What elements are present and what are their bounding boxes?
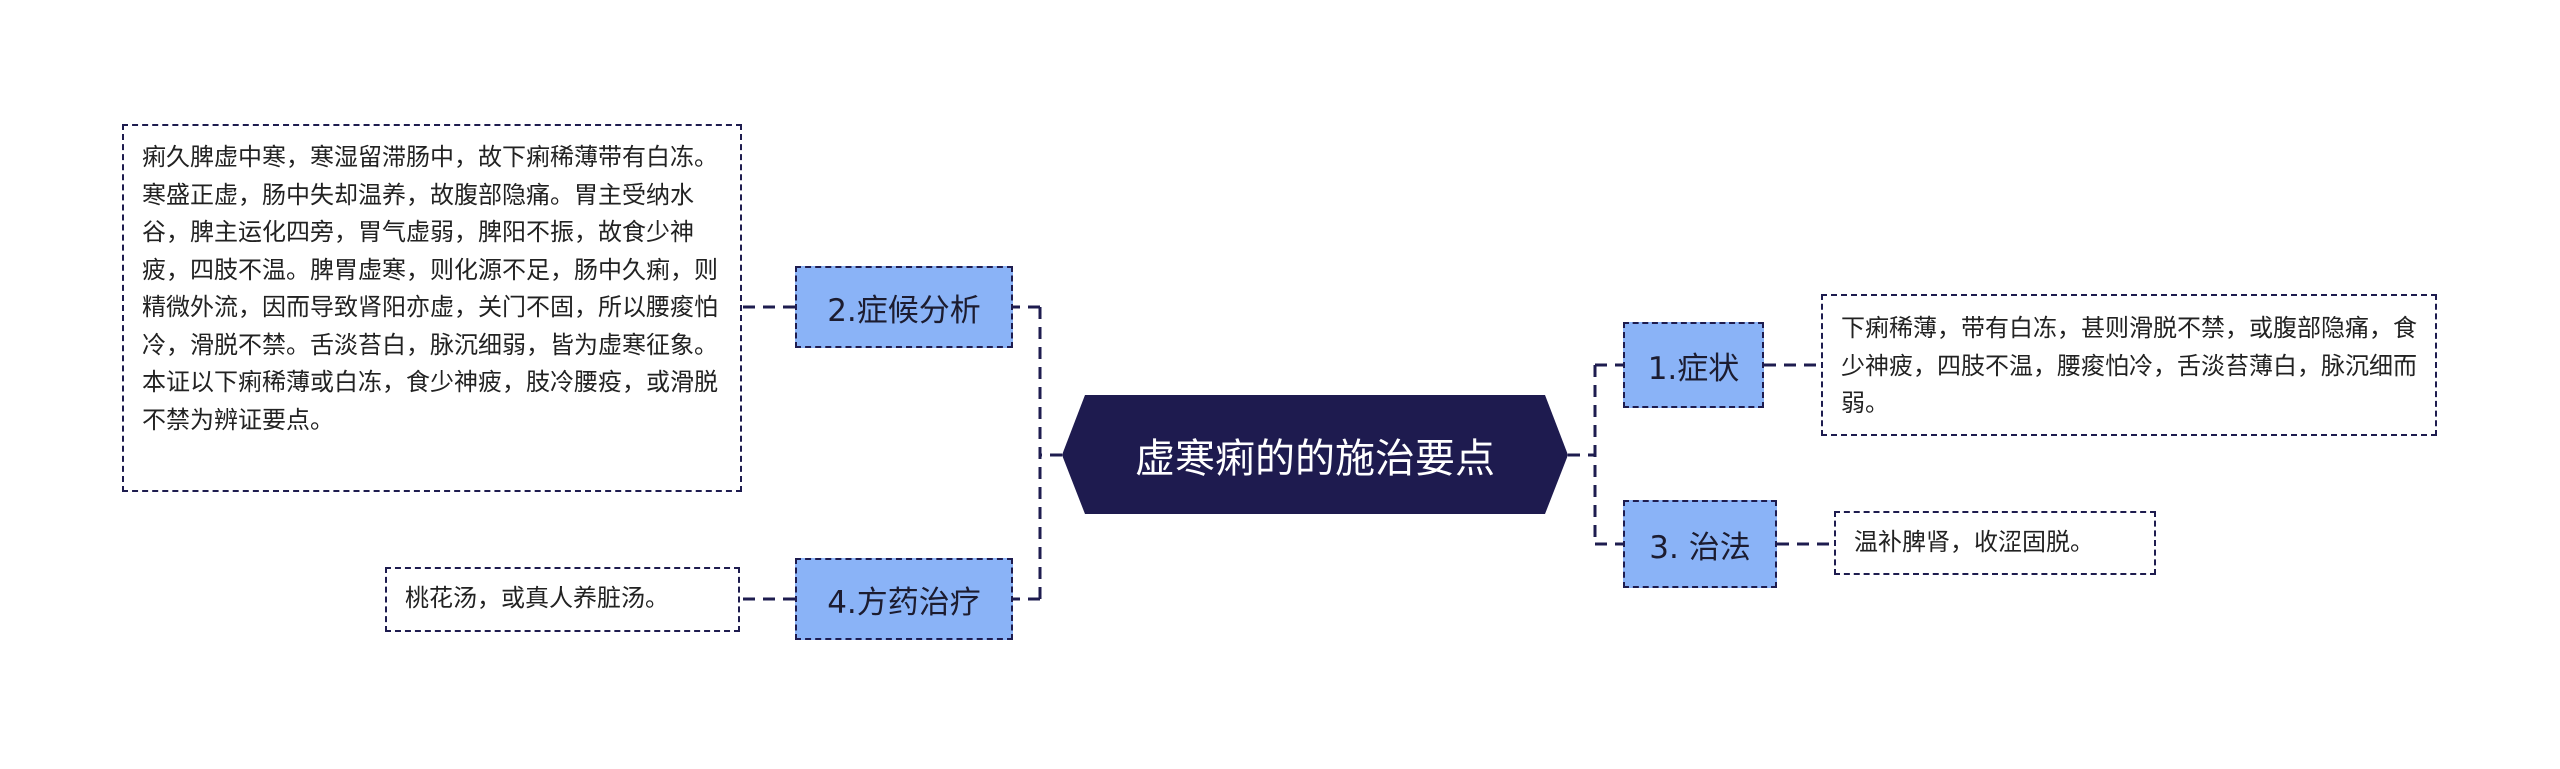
note-text: 温补脾肾，收涩固脱。 (1854, 528, 2094, 556)
root-label: 虚寒痢的的施治要点 (1135, 435, 1495, 482)
topic-label: 2.症候分析 (827, 292, 981, 329)
topic-label: 3. 治法 (1649, 529, 1751, 566)
topic-prescription[interactable]: 4.方药治疗 (795, 558, 1013, 640)
note-text: 下痢稀薄，带有白冻，甚则滑脱不禁，或腹部隐痛，食少神疲，四肢不温，腰痠怕冷，舌淡… (1841, 314, 2417, 417)
topic-label: 1.症状 (1647, 350, 1740, 387)
note-symptoms[interactable]: 下痢稀薄，带有白冻，甚则滑脱不禁，或腹部隐痛，食少神疲，四肢不温，腰痠怕冷，舌淡… (1821, 294, 2437, 436)
note-text: 桃花汤，或真人养脏汤。 (405, 584, 669, 612)
right-connector (1568, 363, 1623, 546)
topic-analysis[interactable]: 2.症候分析 (795, 266, 1013, 348)
note-analysis[interactable]: 痢久脾虚中寒，寒湿留滞肠中，故下痢稀薄带有白冻。寒盛正虚，肠中失却温养，故腹部隐… (122, 124, 742, 492)
note-text: 痢久脾虚中寒，寒湿留滞肠中，故下痢稀薄带有白冻。寒盛正虚，肠中失却温养，故腹部隐… (142, 143, 718, 434)
topic-label: 4.方药治疗 (827, 584, 981, 621)
left-connector (1013, 305, 1062, 601)
note-treatment[interactable]: 温补脾肾，收涩固脱。 (1834, 511, 2156, 575)
note-prescription[interactable]: 桃花汤，或真人养脏汤。 (385, 567, 740, 632)
topic-treatment[interactable]: 3. 治法 (1623, 500, 1777, 588)
topic-symptoms[interactable]: 1.症状 (1623, 322, 1764, 408)
root-node[interactable]: 虚寒痢的的施治要点 (1062, 395, 1568, 514)
root-node-shape (1062, 395, 1568, 514)
